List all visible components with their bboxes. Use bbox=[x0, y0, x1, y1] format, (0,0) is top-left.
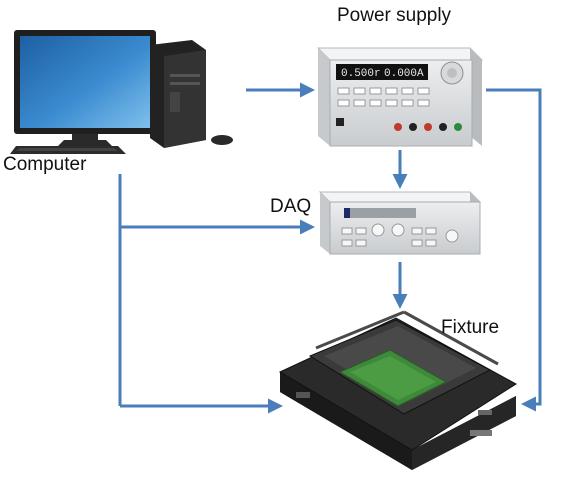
computer-label: Computer bbox=[3, 154, 87, 175]
arrow-power-supply-to-fixture bbox=[486, 88, 542, 412]
daq-label: DAQ bbox=[270, 196, 312, 217]
computer-icon bbox=[10, 30, 233, 154]
fixture-label: Fixture bbox=[441, 317, 500, 338]
power-supply-display-right: 0.000A bbox=[384, 68, 424, 80]
daq-icon bbox=[318, 191, 482, 255]
fixture-icon bbox=[278, 310, 517, 470]
connection-arrows bbox=[118, 82, 542, 414]
power-supply-display-left: 0.500r bbox=[341, 68, 381, 80]
power-supply-icon: 0.500r 0.000A bbox=[316, 47, 484, 147]
power-supply-label: Power supply bbox=[337, 5, 452, 26]
